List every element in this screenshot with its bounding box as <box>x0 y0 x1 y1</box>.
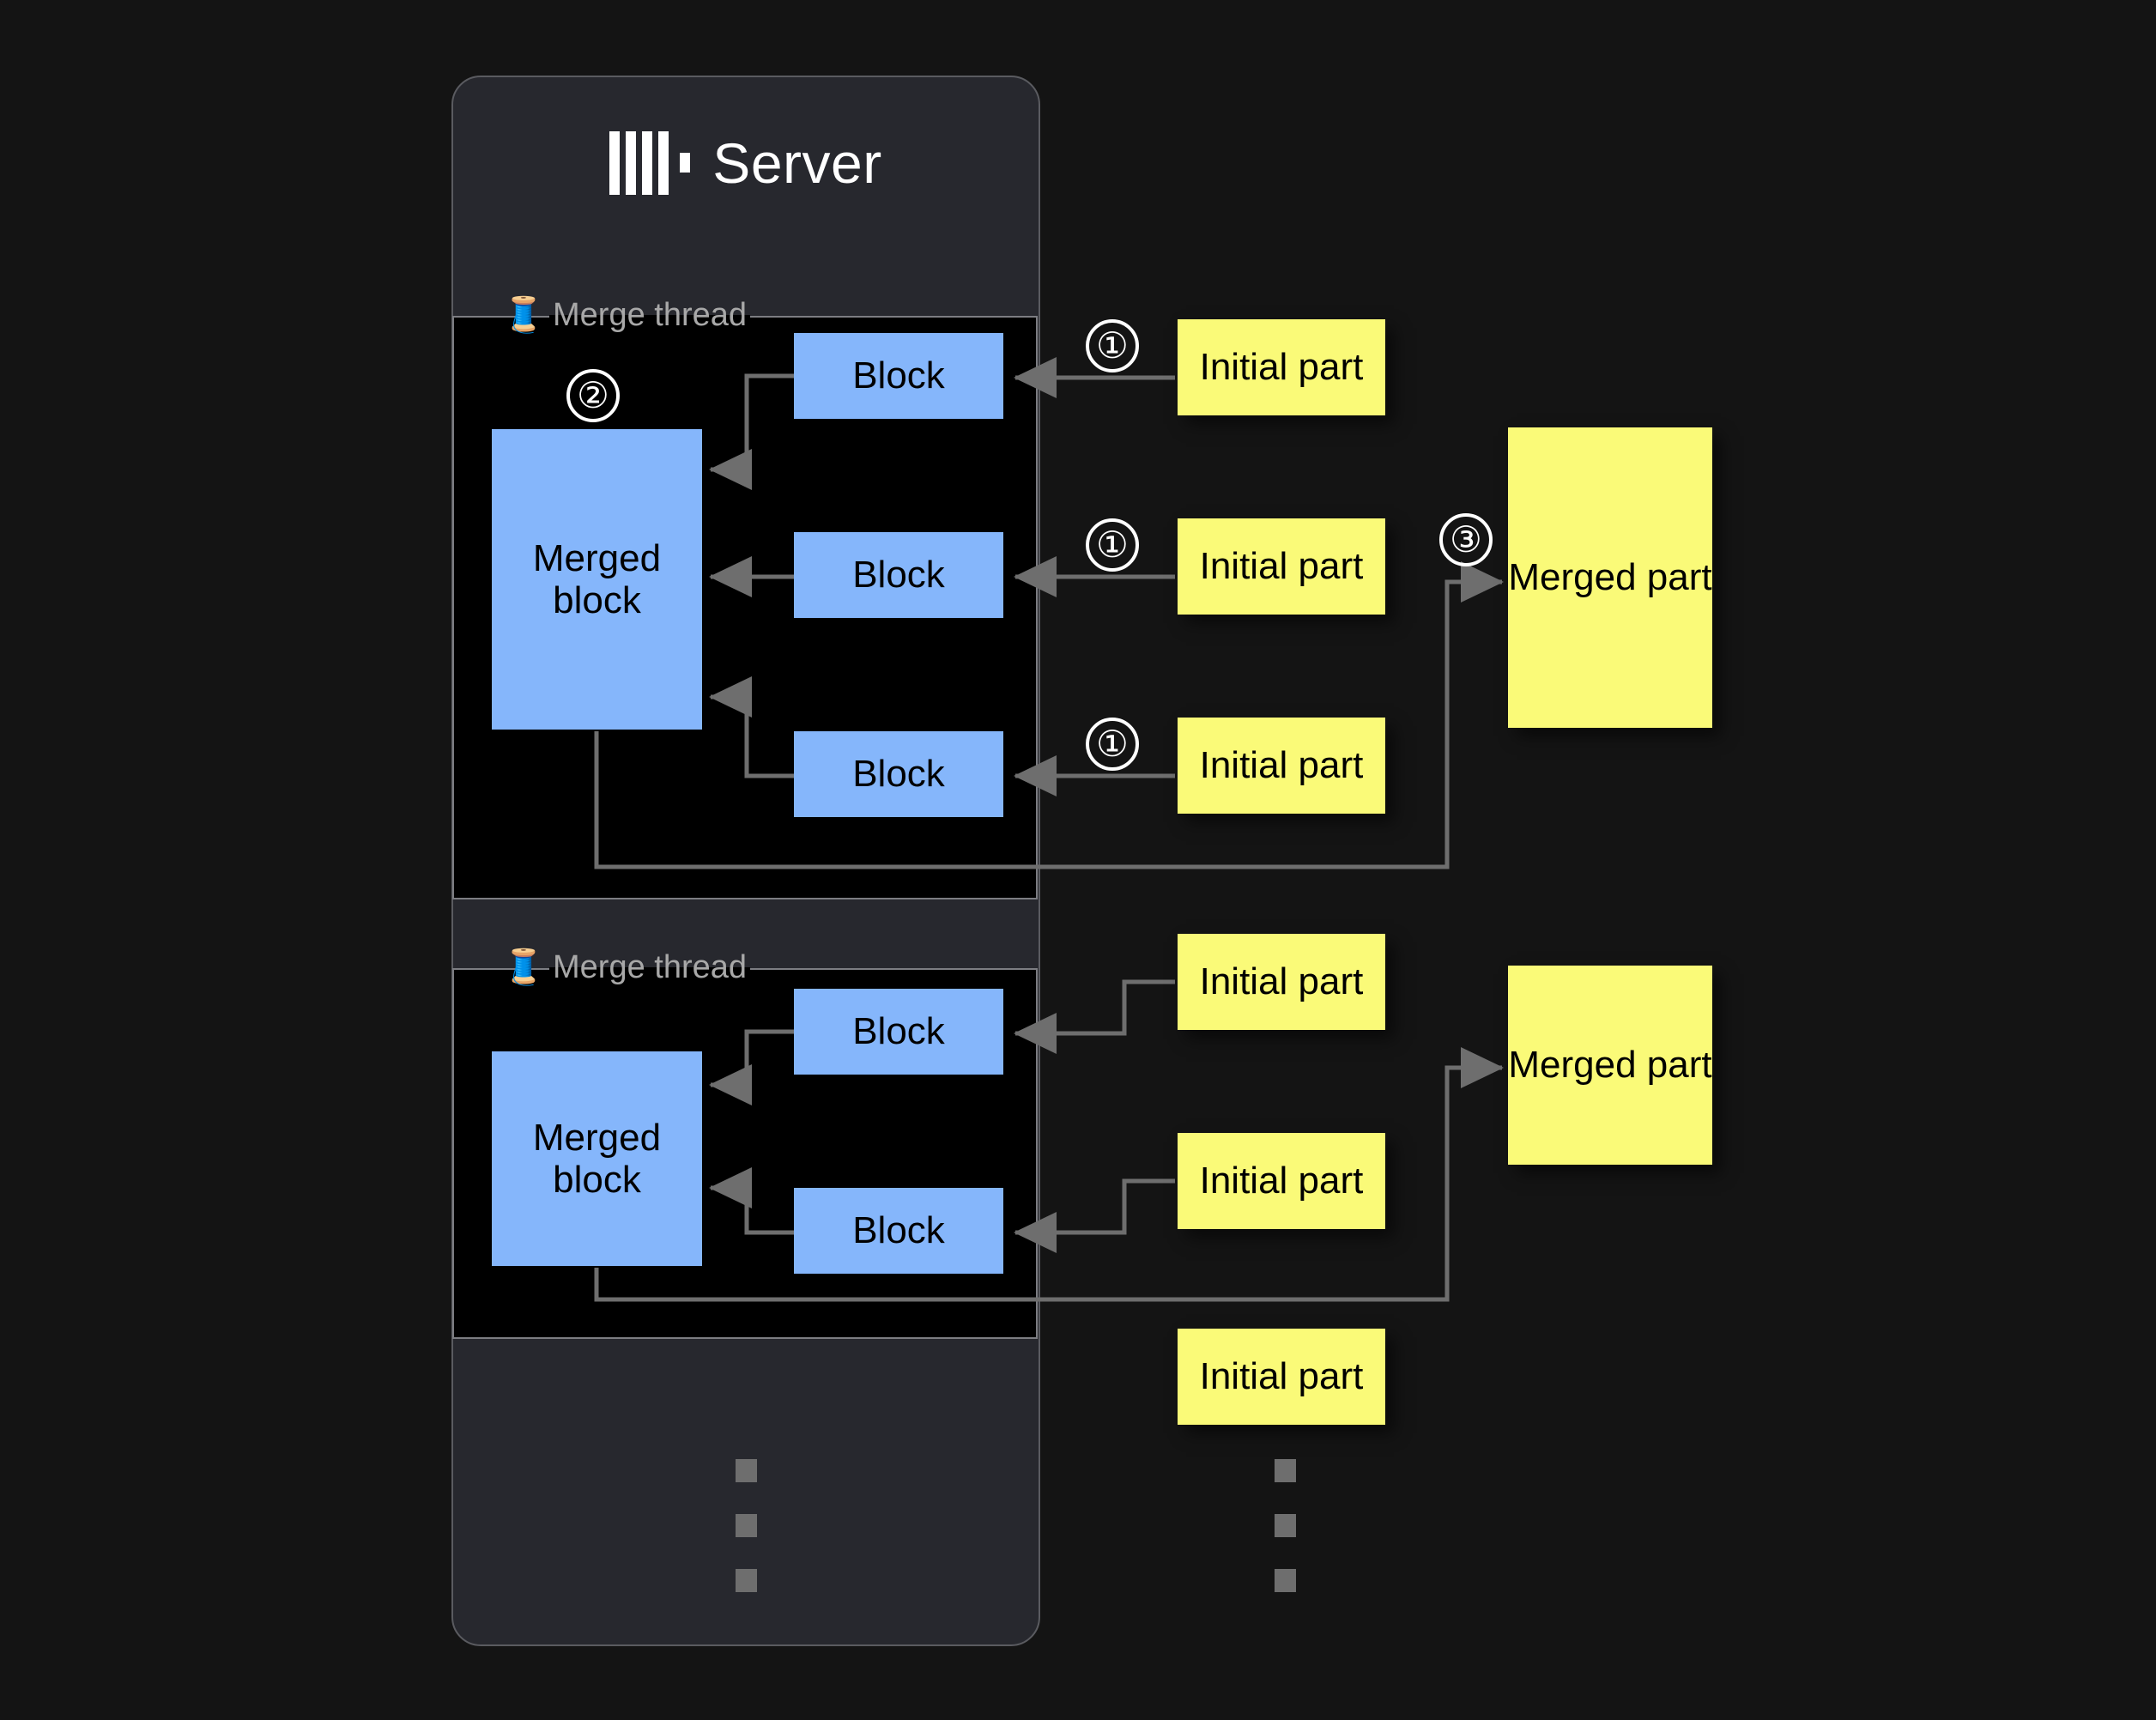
merged-block-box: Merged block <box>492 429 702 730</box>
block-box: Block <box>794 532 1003 618</box>
ellipsis-dot <box>736 1514 757 1537</box>
server-ellipsis <box>736 1459 757 1592</box>
thread-spool-icon: 🧵 <box>502 296 545 334</box>
ellipsis-dot <box>1275 1514 1296 1537</box>
merge-thread-label-1: 🧵 Merge thread <box>502 296 757 334</box>
block-box: Block <box>794 1188 1003 1274</box>
merged-block-box: Merged block <box>492 1051 702 1266</box>
block-box: Block <box>794 731 1003 817</box>
thread-spool-icon: 🧵 <box>502 948 545 986</box>
initial-part-box: Initial part <box>1178 319 1385 415</box>
server-title: Server <box>712 131 882 195</box>
step-marker-1: ① <box>1086 518 1139 572</box>
block-box: Block <box>794 989 1003 1075</box>
initial-part-box: Initial part <box>1178 518 1385 615</box>
step-marker-3: ③ <box>1439 513 1493 566</box>
block-box: Block <box>794 333 1003 419</box>
initial-part-box: Initial part <box>1178 718 1385 814</box>
merge-thread-label-text-1: Merge thread <box>549 299 751 331</box>
ellipsis-dot <box>736 1569 757 1592</box>
initial-part-box: Initial part <box>1178 934 1385 1030</box>
parts-ellipsis <box>1275 1459 1296 1592</box>
ellipsis-dot <box>736 1459 757 1482</box>
merge-thread-label-text-2: Merge thread <box>549 951 751 984</box>
server-header: Server <box>451 112 1040 215</box>
ellipsis-dot <box>1275 1459 1296 1482</box>
merge-thread-label-2: 🧵 Merge thread <box>502 948 757 986</box>
merged-part-box: Merged part <box>1508 427 1712 728</box>
ellipsis-dot <box>1275 1569 1296 1592</box>
clickhouse-logo-icon <box>609 131 691 195</box>
step-marker-1: ① <box>1086 718 1139 771</box>
initial-part-box: Initial part <box>1178 1133 1385 1229</box>
step-marker-2: ② <box>566 369 620 422</box>
step-marker-1: ① <box>1086 319 1139 372</box>
initial-part-box: Initial part <box>1178 1329 1385 1425</box>
merged-part-box: Merged part <box>1508 966 1712 1165</box>
